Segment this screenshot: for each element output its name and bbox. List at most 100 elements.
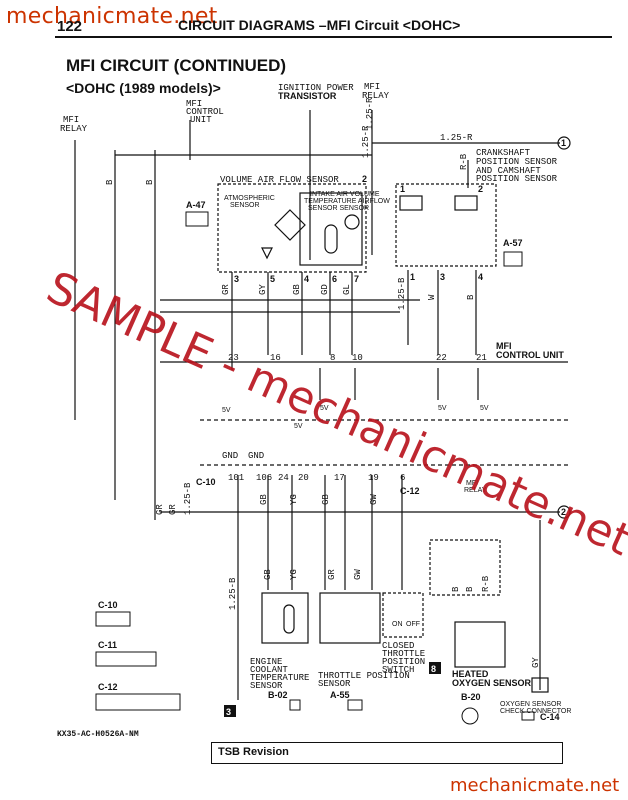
pin-u2: 16	[270, 353, 281, 363]
connector-grids	[95, 211, 535, 725]
mfi-relay-top-1: MFI	[364, 82, 380, 92]
airflow-sensor-symbol	[344, 214, 360, 230]
mfi-relay-top-2: RELAY	[362, 91, 390, 101]
volt-2: 5V	[294, 423, 303, 430]
tps-2: SENSOR	[318, 679, 351, 689]
pin-t3: 4	[304, 274, 309, 284]
pin-l1: 101	[228, 473, 244, 483]
pin-u1: 23	[228, 353, 239, 363]
pin-t7: 1	[410, 272, 415, 282]
ref-label-2: 2	[561, 507, 566, 517]
pin-l3: 24	[278, 473, 289, 483]
mfi-relay-left-2: RELAY	[60, 124, 88, 134]
crank-chip-1	[399, 195, 423, 211]
ctps-on: ON	[392, 621, 403, 628]
header-title: CIRCUIT DIAGRAMS –MFI Circuit <DOHC>	[178, 17, 460, 33]
gnd-label-2: GND	[248, 451, 264, 461]
ground-symbols	[224, 662, 441, 717]
footer-code: KX35-AC-H0526A-NM	[57, 730, 139, 739]
wire-125r-vert: 1.25-R	[361, 125, 371, 158]
wire-gw2: GW	[353, 569, 363, 580]
ground-label-1: 3	[226, 707, 231, 717]
volt-3: 5V	[320, 405, 329, 412]
o2-1: HEATED	[452, 669, 489, 679]
tsb-revision-label: TSB Revision	[218, 746, 289, 758]
pin-u6: 21	[476, 353, 487, 363]
ctps-1: CLOSED	[382, 641, 414, 651]
wire-gd: GD	[320, 284, 330, 295]
vafs-inner	[299, 192, 363, 266]
amp-symbol	[261, 247, 273, 260]
conn-c14: C-14	[540, 712, 560, 722]
o2-check-1: OXYGEN SENSOR	[500, 701, 561, 708]
header-section: CIRCUIT DIAGRAMS	[178, 17, 315, 33]
bridge-sensor	[274, 209, 306, 241]
atmos-2: SENSOR	[230, 202, 260, 209]
ect-3: TEMPERATURE	[250, 673, 309, 683]
ipt-label-2: TRANSISTOR	[278, 91, 337, 101]
wire-b4: B	[451, 586, 461, 592]
grid-c10	[95, 611, 131, 627]
conn-a47: A-47	[186, 200, 206, 210]
pin-u4: 10	[352, 353, 363, 363]
circle-refs	[557, 136, 571, 519]
tsb-revision-box: TSB Revision	[211, 742, 563, 764]
pin-numbers: 3 5 4 6 7 2 1 3 4 2 1 23 16 8 10 22 21 1…	[228, 174, 487, 483]
wire-rb: R-B	[459, 153, 469, 170]
o2-check-2: CHECK CONNECTOR	[500, 708, 571, 715]
ect-1: ENGINE	[250, 657, 282, 667]
pin-t4: 6	[332, 274, 337, 284]
conn-c11-bottom: C-11	[98, 640, 117, 650]
pin-t11: 1	[400, 184, 405, 194]
grid-b02	[289, 699, 301, 711]
o2-relay-box	[429, 539, 501, 596]
pin-u3: 8	[330, 353, 335, 363]
atmos-1: ATMOSPHERIC	[224, 195, 275, 202]
volt-5: 5V	[480, 405, 489, 412]
wire-lines	[74, 110, 568, 700]
check-connector	[531, 677, 549, 693]
header-subsection: –MFI Circuit <DOHC>	[318, 17, 461, 33]
wire-gr1: GR	[221, 284, 231, 295]
wire-gb3: GB	[321, 494, 331, 505]
pin-t9: 4	[478, 272, 483, 282]
grid-b20	[461, 707, 479, 725]
mfi-relay-right-2: RELAY	[464, 487, 487, 494]
component-labels: MFI RELAY MFI CONTROL UNIT IGNITION POWE…	[60, 82, 571, 715]
crank-2: POSITION SENSOR	[476, 157, 558, 167]
pin-t6: 2	[362, 174, 367, 184]
ipt-label-1: IGNITION POWER	[278, 83, 354, 93]
ect-sensor-box	[261, 592, 309, 644]
wire-125r-top: 1.25-R	[440, 133, 473, 143]
ground-8	[429, 662, 441, 674]
tps-box	[319, 592, 381, 644]
ground-label-3: 8	[431, 664, 436, 674]
grid-a47	[185, 211, 209, 227]
wire-gw: GW	[369, 494, 379, 505]
vafs-box	[217, 183, 367, 273]
pin-l7: 6	[400, 473, 405, 483]
conn-c10-mid: C-10	[196, 477, 216, 487]
volt-1: 5V	[222, 407, 231, 414]
conn-c12-bottom: C-12	[98, 682, 118, 692]
pin-l4: 20	[298, 473, 309, 483]
mfi-cu-top-1: MFI	[186, 99, 202, 109]
crank-3: AND CAMSHAFT	[476, 166, 541, 176]
header-watermark: mechanicmate.net	[6, 4, 218, 29]
footer-watermark: mechanicmate.net	[450, 775, 620, 796]
ctps-2: THROTTLE	[382, 649, 425, 659]
ect-4: SENSOR	[250, 681, 283, 691]
mfi-relay-right-1: MFI	[466, 480, 478, 487]
conn-c12-mid: C-12	[400, 486, 420, 496]
mfi-relay-left-1: MFI	[63, 115, 79, 125]
wire-labels: 1.25-R 1.25-R 1.25-R 1.25-B 1.25-B 1.25-…	[105, 97, 541, 668]
pin-t5: 7	[354, 274, 359, 284]
wire-b2: B	[145, 179, 155, 185]
pin-u5: 22	[436, 353, 447, 363]
conn-a57: A-57	[503, 238, 523, 248]
wire-gr2: GR	[155, 504, 165, 515]
ref-label-1: 1	[561, 138, 566, 148]
wire-w: W	[427, 294, 437, 300]
conn-b02: B-02	[268, 690, 288, 700]
